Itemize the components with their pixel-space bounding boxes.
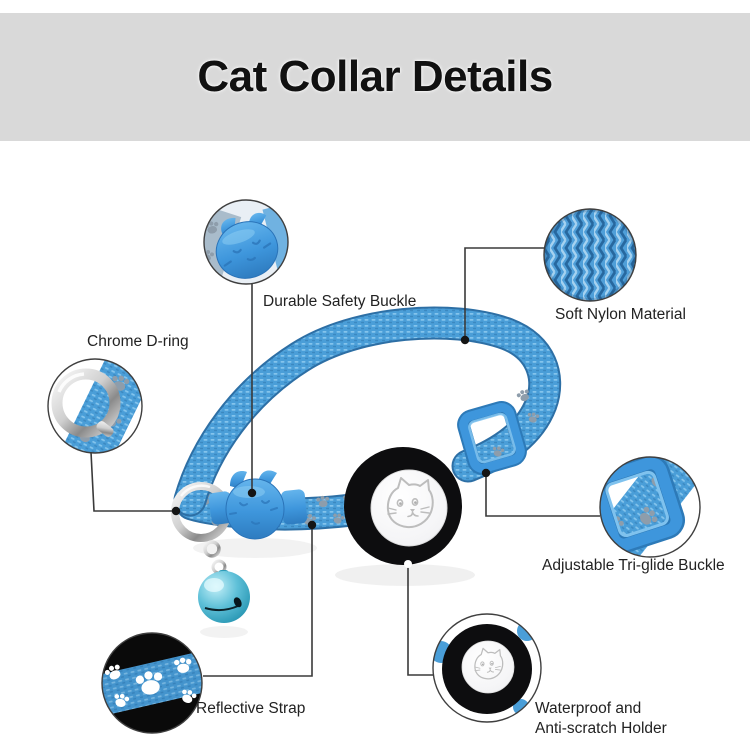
airtag [370, 469, 448, 547]
zoom-reflective-strap [101, 632, 203, 734]
dot-triglide [481, 468, 491, 478]
buckle-face-emboss [229, 500, 278, 525]
page-title: Cat Collar Details [197, 52, 553, 101]
label-reflective-strap: Reflective Strap [196, 700, 306, 717]
callout-lines [90, 247, 600, 677]
dot-nylon [460, 335, 470, 345]
label-adjustable-triglide-buckle: Adjustable Tri-glide Buckle [542, 557, 725, 574]
buckle-ear [230, 471, 247, 489]
label-chrome-d-ring: Chrome D-ring [87, 333, 189, 350]
line-triglide [485, 474, 600, 517]
airtag-holder [344, 447, 462, 565]
triglide-buckle [457, 401, 527, 475]
zoom-durable-safety-buckle [203, 199, 289, 285]
line-reflective-strap [203, 526, 313, 677]
collar-loop-strap [173, 306, 562, 517]
line-waterproof-holder [407, 566, 433, 676]
collar-photo [171, 306, 562, 638]
shadow [335, 564, 475, 586]
label-soft-nylon-material: Soft Nylon Material [555, 306, 686, 323]
line-soft-nylon [464, 247, 544, 339]
bell-charm [198, 570, 250, 623]
zoom-waterproof-holder [432, 613, 542, 723]
label-waterproof-holder: Waterproof and Anti-scratch Holder [535, 699, 667, 740]
dot-d-ring [171, 506, 181, 516]
zoom-chrome-d-ring [47, 358, 143, 454]
label-durable-safety-buckle: Durable Safety Buckle [263, 293, 417, 310]
label-waterproof-line2: Anti-scratch Holder [535, 720, 667, 738]
line-chrome-d-ring [90, 451, 174, 512]
shadow [200, 626, 248, 638]
dot-safety-buckle [247, 488, 257, 498]
dot-reflective [307, 520, 317, 530]
safety-buckle [208, 470, 308, 540]
zoom-soft-nylon-material [543, 208, 637, 302]
label-waterproof-line1: Waterproof and [535, 700, 642, 717]
link-ring [203, 540, 221, 558]
header-band: Cat Collar Details [0, 13, 750, 141]
dot-holder [404, 560, 412, 568]
shadow [193, 538, 317, 558]
